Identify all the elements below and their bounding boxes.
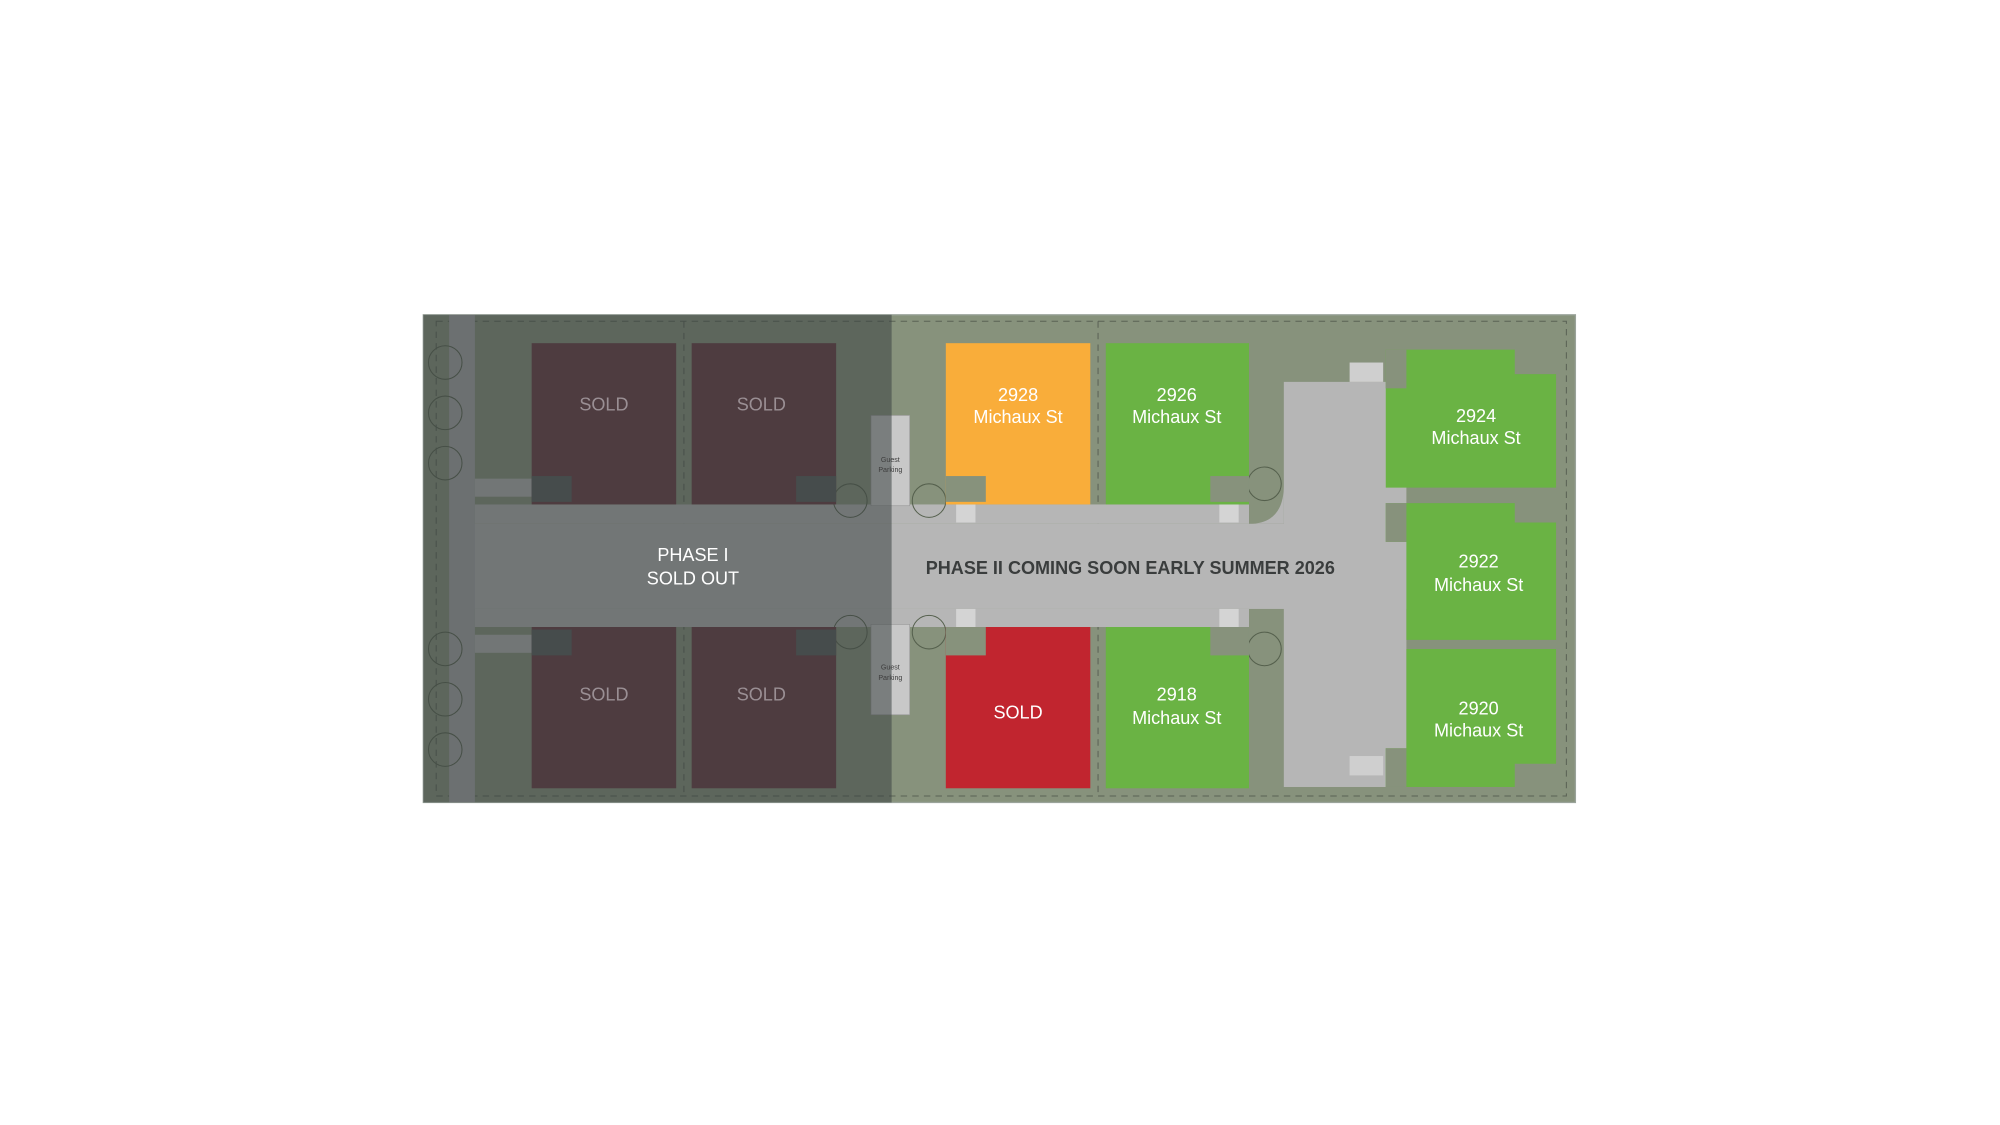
- driveway-pad: [956, 504, 976, 523]
- phase2-label: PHASE II COMING SOON EARLY SUMMER 2026: [926, 558, 1335, 578]
- lot-label: SOLD: [737, 394, 786, 414]
- lot-number: 2926: [1157, 385, 1197, 405]
- lot-label: SOLD: [579, 685, 628, 705]
- driveway-pad: [1219, 608, 1239, 628]
- lot-street: Michaux St: [1132, 407, 1221, 427]
- guest-parking-line1: Guest: [881, 664, 900, 672]
- lot-number: 2928: [998, 385, 1038, 405]
- lot-number: 2918: [1157, 685, 1197, 705]
- guest-parking-line1: Guest: [881, 456, 900, 464]
- lot-street: Michaux St: [1431, 428, 1520, 448]
- lot-number: 2922: [1459, 552, 1499, 572]
- phase1-overlay: [423, 314, 892, 803]
- lot-street: Michaux St: [1434, 575, 1523, 595]
- lot-number: 2920: [1459, 699, 1499, 719]
- phase1-line2: SOLD OUT: [647, 568, 739, 588]
- lot-street: Michaux St: [1434, 721, 1523, 741]
- driveway-pad: [1349, 756, 1384, 776]
- driveway-pad: [956, 608, 976, 628]
- lot-street: Michaux St: [973, 407, 1062, 427]
- guest-parking-line2: Parking: [878, 674, 902, 682]
- guest-parking-line2: Parking: [878, 466, 902, 474]
- lot-label: SOLD: [579, 394, 628, 414]
- driveway-pad: [1219, 504, 1239, 523]
- lot-street: Michaux St: [1132, 708, 1221, 728]
- lot-label: SOLD: [993, 703, 1042, 723]
- lot-label: SOLD: [737, 685, 786, 705]
- curb-corner: [1248, 485, 1284, 524]
- lot-sold[interactable]: SOLD: [945, 627, 1091, 789]
- driveway-pad: [1349, 362, 1384, 382]
- phase1-line1: PHASE I: [657, 545, 728, 565]
- phase1-label: PHASE I SOLD OUT: [647, 545, 739, 588]
- lot-number: 2924: [1456, 406, 1496, 426]
